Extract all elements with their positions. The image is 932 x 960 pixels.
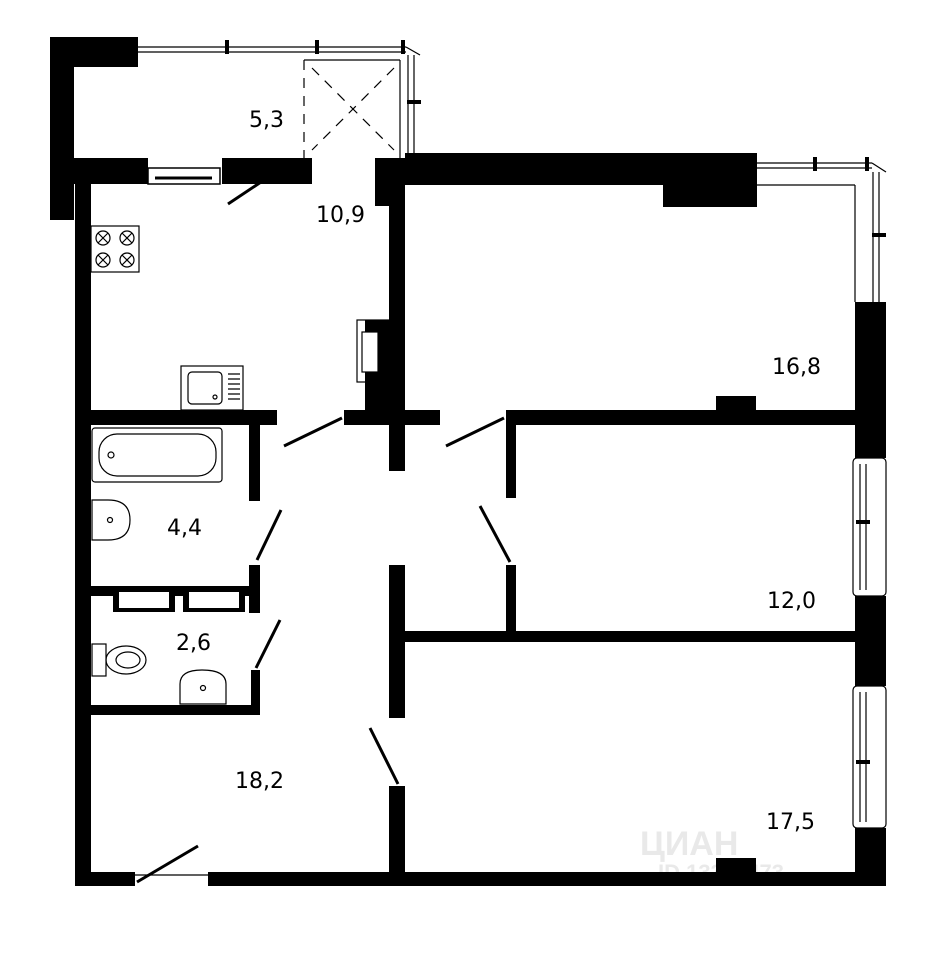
- wall-segment: [404, 631, 856, 642]
- bedroom2-door-leaf: [368, 727, 400, 785]
- appliance-inner: [119, 592, 169, 608]
- wall-segment: [251, 670, 260, 715]
- kitchen-door-leaf: [283, 416, 343, 448]
- entry-door-leaf: [136, 844, 199, 884]
- area-label-kitchen: 10,9: [316, 203, 365, 228]
- toilet-sink: [179, 669, 227, 705]
- tick: [865, 157, 869, 171]
- toilet-bowl: [105, 645, 147, 675]
- watermark-brand: ЦИАН: [640, 825, 738, 863]
- burner: [119, 230, 135, 246]
- wall-segment: [50, 37, 74, 220]
- sink-drainer: [228, 373, 240, 400]
- wall-segment: [855, 302, 886, 458]
- stove-body: [90, 225, 140, 273]
- tick: [225, 40, 229, 54]
- appliance-inner: [189, 592, 239, 608]
- wall-segment: [389, 786, 405, 886]
- wall-segment: [249, 425, 260, 501]
- walls: [50, 37, 886, 886]
- washing-machines: [113, 588, 245, 612]
- sink-drain: [199, 684, 207, 692]
- toilet-tank: [91, 643, 107, 677]
- wall-segment: [208, 872, 886, 886]
- window: [852, 685, 887, 829]
- tick: [813, 157, 817, 171]
- wall-segment: [716, 858, 756, 886]
- burner-grates: [97, 232, 133, 266]
- area-label-bedroom-2: 17,5: [766, 810, 815, 835]
- doors: [136, 167, 512, 884]
- bathroom-sink: [91, 499, 131, 541]
- wall-segment: [389, 565, 405, 718]
- tub-inner: [98, 433, 217, 477]
- wall-segment: [75, 184, 91, 886]
- sink-drain: [106, 516, 114, 524]
- cabinet-inner: [361, 331, 379, 373]
- toilet-seat: [115, 651, 141, 669]
- stove: [90, 225, 140, 273]
- bedroom1-door-leaf: [478, 505, 512, 563]
- area-label-hallway: 18,2: [235, 769, 284, 794]
- wall-segment: [663, 153, 757, 207]
- wall-segment: [506, 410, 516, 498]
- burner: [119, 252, 135, 268]
- sink-basin: [187, 371, 223, 405]
- room-labels: 5,3 10,9 16,8 4,4 12,0 2,6 18,2 17,5: [167, 108, 821, 835]
- balcony-door-leaf: [227, 174, 271, 206]
- wall-segment: [74, 158, 148, 184]
- wall-segment: [506, 410, 856, 425]
- bathroom-door-leaf: [255, 509, 283, 561]
- tub-drain: [107, 451, 115, 459]
- wall-segment: [222, 158, 312, 184]
- balcony-door-frame: [147, 167, 221, 185]
- tick: [856, 520, 870, 524]
- toilet-fixture: [91, 643, 147, 677]
- area-label-toilet: 2,6: [176, 631, 211, 656]
- wall-segment: [91, 410, 277, 425]
- living-door-leaf: [445, 416, 505, 448]
- railing-ticks: [225, 40, 886, 764]
- wall-segment: [91, 586, 260, 596]
- burner: [95, 230, 111, 246]
- tick: [407, 100, 421, 104]
- area-label-balcony: 5,3: [249, 108, 284, 133]
- sink-drain: [212, 394, 218, 400]
- tick: [401, 40, 405, 54]
- tub-outer: [91, 427, 223, 483]
- sink-body: [180, 365, 244, 411]
- area-label-bedroom-1: 12,0: [767, 589, 816, 614]
- burner: [95, 252, 111, 268]
- wardrobe: [356, 319, 390, 383]
- bathtub: [91, 427, 223, 483]
- area-label-bathroom: 4,4: [167, 516, 202, 541]
- tick: [315, 40, 319, 54]
- wall-segment: [716, 396, 756, 425]
- wall-segment: [506, 565, 516, 637]
- wall-segment: [75, 872, 135, 886]
- wall-segment: [91, 705, 260, 715]
- wall-segment: [389, 184, 405, 471]
- railing-line: [405, 46, 421, 56]
- toilet-door-leaf: [254, 619, 282, 669]
- window: [852, 457, 887, 597]
- balcony-cross: [311, 67, 395, 151]
- sink-basin: [179, 669, 227, 705]
- tick: [872, 233, 886, 237]
- wall-segment: [855, 596, 886, 686]
- railing-line: [871, 162, 887, 173]
- area-label-living-room: 16,8: [772, 355, 821, 380]
- cabinet-body: [356, 319, 390, 383]
- wall-segment: [344, 410, 440, 425]
- kitchen-sink: [180, 365, 244, 411]
- sink-basin: [91, 499, 131, 541]
- tick: [856, 760, 870, 764]
